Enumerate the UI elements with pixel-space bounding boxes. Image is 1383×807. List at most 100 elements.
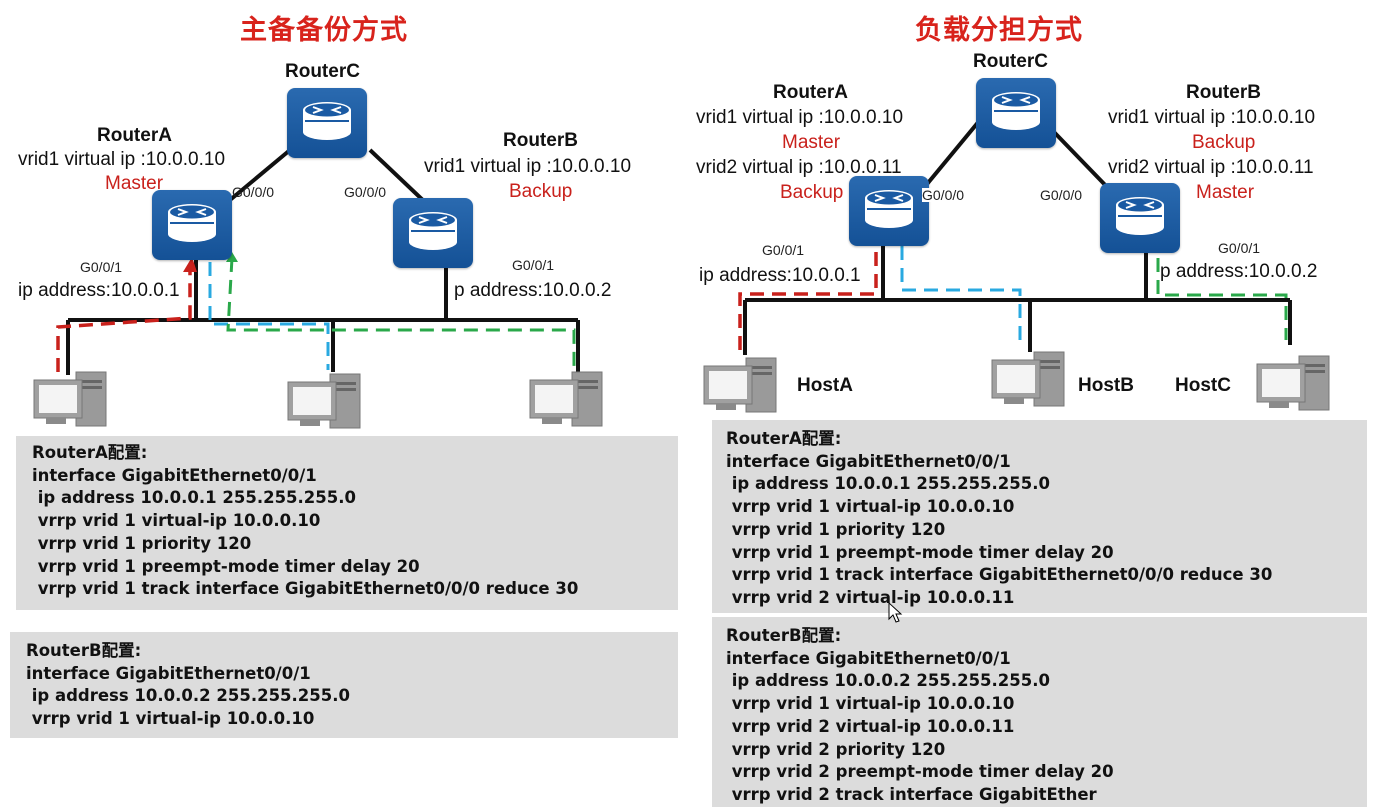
computer-icon [1256, 355, 1330, 411]
left-host-3-pc-icon[interactable] [528, 370, 606, 435]
left-routerb-port-down: G0/0/1 [512, 257, 555, 273]
computer-icon [529, 371, 603, 427]
left-routerb-vip: vrid1 virtual ip :10.0.0.10 [424, 156, 632, 177]
right-hostb-label: HostB [1078, 375, 1134, 396]
right-hostc-pc-icon[interactable] [1255, 354, 1333, 419]
left-routerb-port-up: G0/0/0 [344, 184, 387, 200]
right-routera-icon[interactable] [849, 176, 929, 246]
right-routerb-port-down: G0/0/1 [1218, 240, 1261, 256]
left-host-1-pc-icon[interactable] [32, 370, 110, 435]
config-line: vrrp vrid 2 virtual-ip 10.0.0.11 [726, 587, 1015, 607]
config-line: vrrp vrid 2 virtual-ip 10.0.0.11 [726, 716, 1015, 736]
left-routerc-icon[interactable] [287, 88, 367, 158]
left-routerc-name: RouterC [285, 61, 360, 82]
right-routera-ip: ip address:10.0.0.1 [699, 265, 861, 286]
left-routerb-ip: p address:10.0.0.2 [454, 280, 612, 301]
config-line: vrrp vrid 1 preempt-mode timer delay 20 [32, 556, 420, 576]
left-arrow-red [183, 257, 197, 272]
left-routera-port-down: G0/0/1 [80, 259, 123, 275]
config-header: RouterB配置: [726, 626, 842, 645]
router-icon [865, 190, 913, 228]
right-routerb-vip1: vrid1 virtual ip :10.0.0.10 [1108, 107, 1316, 128]
right-routerb-ip: p address:10.0.0.2 [1160, 261, 1318, 282]
config-line: vrrp vrid 1 virtual-ip 10.0.0.10 [726, 497, 1015, 517]
left-routera-vip: vrid1 virtual ip :10.0.0.10 [18, 149, 226, 170]
config-line: vrrp vrid 2 preempt-mode timer delay 20 [726, 762, 1114, 782]
left-arrow-green [226, 252, 238, 262]
left-routera-state: Master [105, 173, 164, 194]
right-routera-vip1: vrid1 virtual ip :10.0.0.10 [696, 107, 904, 128]
right-routera-name: RouterA [773, 82, 848, 103]
right-routerb-icon[interactable] [1100, 183, 1180, 253]
router-icon [992, 92, 1040, 130]
right-hosta-label: HostA [797, 375, 853, 396]
right-routera-port-down: G0/0/1 [762, 242, 805, 258]
right-hostb-pc-icon[interactable] [990, 350, 1068, 415]
right-path-blue [900, 246, 1022, 348]
computer-icon [287, 373, 361, 429]
config-line: vrrp vrid 1 virtual-ip 10.0.0.10 [26, 709, 315, 729]
left-path-blue [208, 262, 330, 370]
config-line: interface GigabitEthernet0/0/1 [726, 451, 1011, 471]
router-icon [1116, 197, 1164, 235]
left-path-green [226, 257, 576, 372]
config-line: interface GigabitEthernet0/0/1 [26, 663, 311, 683]
config-line: interface GigabitEthernet0/0/1 [32, 465, 317, 485]
config-line: vrrp vrid 2 priority 120 [726, 739, 946, 759]
config-header: RouterA配置: [726, 429, 842, 448]
left-routera-port-up: G0/0/0 [232, 184, 275, 200]
right-routerb-state1: Backup [1192, 132, 1256, 153]
config-line: vrrp vrid 1 priority 120 [726, 519, 946, 539]
computer-icon [703, 357, 777, 413]
right-routera-state1: Master [782, 132, 841, 153]
computer-icon [991, 351, 1065, 407]
left-title: 主备备份方式 [240, 15, 408, 46]
mouse-cursor-icon [888, 602, 903, 623]
config-header: RouterB配置: [26, 641, 142, 660]
right-routerb-port-up: G0/0/0 [1040, 187, 1083, 203]
right-routerc-name: RouterC [973, 51, 1048, 72]
right-routera-port-up: G0/0/0 [922, 187, 965, 203]
right-path-red [738, 246, 878, 350]
config-line: vrrp vrid 1 priority 120 [32, 533, 252, 553]
right-routerb-state2: Master [1196, 182, 1255, 203]
router-icon [409, 212, 457, 250]
right-path-green [1156, 258, 1288, 340]
left-routera-ip: ip address:10.0.0.1 [18, 280, 180, 301]
right-hosta-pc-icon[interactable] [702, 356, 780, 421]
right-routerb-vip2: vrid2 virtual ip :10.0.0.11 [1108, 157, 1314, 178]
right-hostc-label: HostC [1175, 375, 1231, 396]
router-icon [303, 102, 351, 140]
config-header: RouterA配置: [32, 443, 148, 462]
config-line: vrrp vrid 1 virtual-ip 10.0.0.10 [32, 511, 321, 531]
left-routerb-icon[interactable] [393, 198, 473, 268]
right-routera-vip2: vrid2 virtual ip :10.0.0.11 [696, 157, 902, 178]
left-routerb-state: Backup [509, 181, 573, 202]
config-line: vrrp vrid 1 virtual-ip 10.0.0.10 [726, 694, 1015, 714]
config-line: vrrp vrid 1 track interface GigabitEther… [726, 565, 1273, 585]
left-routerb-config: RouterB配置: interface GigabitEthernet0/0/… [10, 632, 678, 738]
right-links [743, 118, 1292, 355]
router-icon [168, 204, 216, 242]
right-routerb-name: RouterB [1186, 82, 1261, 103]
right-title: 负载分担方式 [915, 15, 1083, 46]
left-routera-config: RouterA配置: interface GigabitEthernet0/0/… [16, 436, 678, 610]
config-line: ip address 10.0.0.2 255.255.255.0 [26, 686, 350, 706]
config-line: vrrp vrid 1 track interface GigabitEther… [32, 579, 579, 599]
config-line: ip address 10.0.0.1 255.255.255.0 [726, 474, 1050, 494]
left-path-red [56, 265, 192, 372]
left-routerb-name: RouterB [503, 130, 578, 151]
config-line: ip address 10.0.0.2 255.255.255.0 [726, 671, 1050, 691]
right-routera-config: RouterA配置: interface GigabitEthernet0/0/… [712, 420, 1367, 613]
config-line: vrrp vrid 2 track interface GigabitEther [726, 784, 1097, 804]
computer-icon [33, 371, 107, 427]
left-host-2-pc-icon[interactable] [286, 372, 364, 437]
right-routerc-icon[interactable] [976, 78, 1056, 148]
right-routerb-config: RouterB配置: interface GigabitEthernet0/0/… [712, 617, 1367, 807]
right-routera-state2: Backup [780, 182, 844, 203]
config-line: interface GigabitEthernet0/0/1 [726, 648, 1011, 668]
config-line: ip address 10.0.0.1 255.255.255.0 [32, 488, 356, 508]
left-routera-icon[interactable] [152, 190, 232, 260]
left-routera-name: RouterA [97, 125, 172, 146]
